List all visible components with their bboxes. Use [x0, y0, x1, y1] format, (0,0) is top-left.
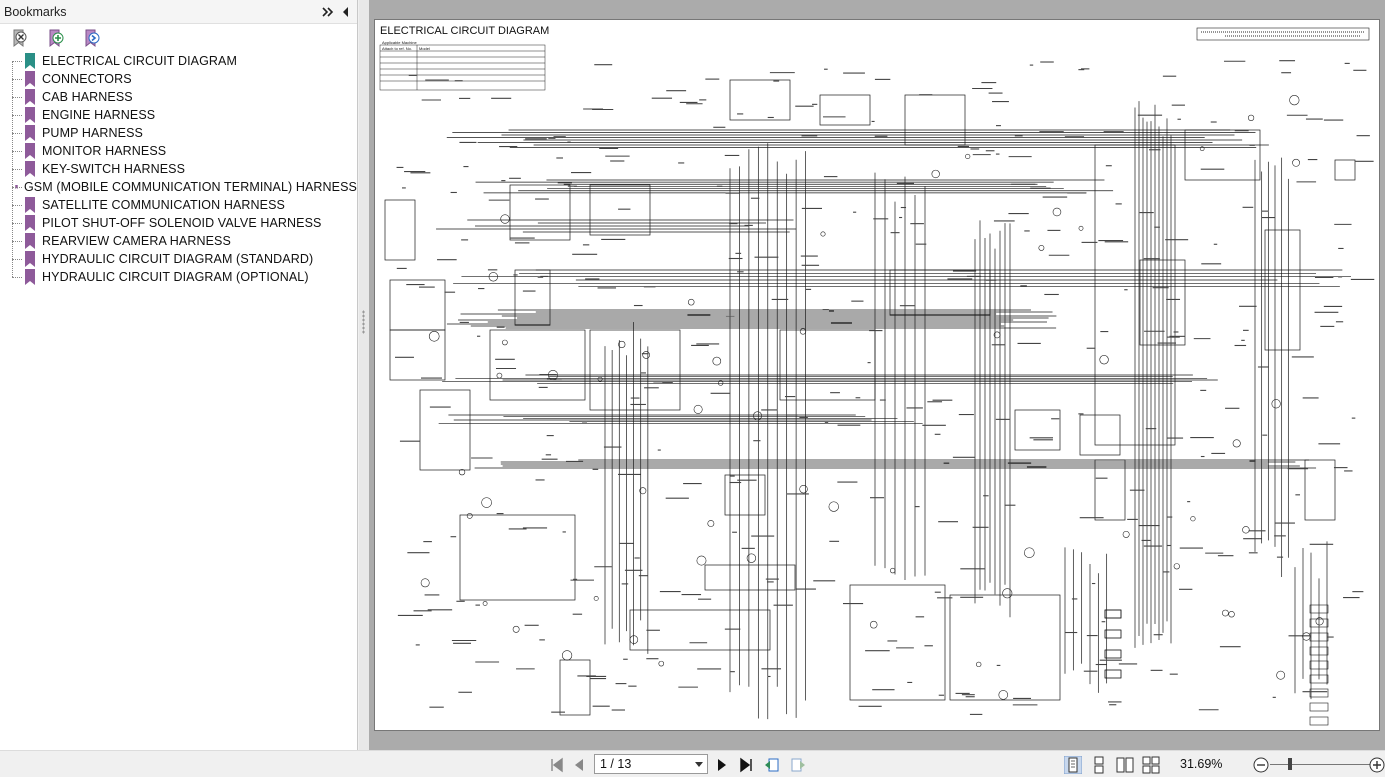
previous-page-icon[interactable] — [570, 756, 588, 774]
continuous-facing-view-icon[interactable] — [1142, 756, 1160, 774]
zoom-in-icon[interactable] — [1368, 756, 1385, 774]
bookmarks-header-buttons — [321, 5, 353, 19]
bookmark-icon — [25, 125, 35, 141]
bookmark-label: REARVIEW CAMERA HARNESS — [42, 234, 231, 248]
bookmark-item-pilot-shut-off-harness[interactable]: PILOT SHUT-OFF SOLENOID VALVE HARNESS — [12, 214, 357, 232]
bookmark-item-rearview-camera-harness[interactable]: REARVIEW CAMERA HARNESS — [12, 232, 357, 250]
bookmark-label: CAB HARNESS — [42, 90, 133, 104]
expand-all-icon[interactable] — [321, 5, 335, 19]
document-view[interactable]: ELECTRICAL CIRCUIT DIAGRAM Applicable Ma… — [369, 0, 1385, 750]
bookmark-item-hydraulic-standard[interactable]: HYDRAULIC CIRCUIT DIAGRAM (STANDARD) — [12, 250, 357, 268]
bookmarks-panel: Bookmarks — [0, 0, 358, 750]
next-page-icon[interactable] — [713, 756, 731, 774]
bookmark-icon — [25, 161, 35, 177]
expand-bookmark-icon[interactable] — [82, 28, 102, 48]
first-page-icon[interactable] — [548, 756, 566, 774]
table-col-attach: Attach to ref. No. — [382, 46, 412, 51]
bookmark-label: MONITOR HARNESS — [42, 144, 167, 158]
diagram-title: ELECTRICAL CIRCUIT DIAGRAM — [380, 25, 549, 37]
bookmark-icon — [25, 71, 35, 87]
bookmark-label: GSM (MOBILE COMMUNICATION TERMINAL) HARN… — [23, 180, 357, 194]
bookmark-label: HYDRAULIC CIRCUIT DIAGRAM (OPTIONAL) — [42, 270, 309, 284]
bookmarks-header: Bookmarks — [0, 0, 357, 24]
zoom-out-icon[interactable] — [1252, 756, 1270, 774]
circuit-diagram-drawing: ELECTRICAL CIRCUIT DIAGRAM Applicable Ma… — [379, 25, 1375, 726]
bookmark-label: PILOT SHUT-OFF SOLENOID VALVE HARNESS — [42, 216, 322, 230]
bookmark-label: ELECTRICAL CIRCUIT DIAGRAM — [42, 54, 237, 68]
panel-splitter[interactable] — [359, 0, 369, 750]
splitter-grip-icon — [362, 310, 365, 334]
facing-view-icon[interactable] — [1116, 756, 1134, 774]
bookmark-label: CONNECTORS — [42, 72, 132, 86]
add-bookmark-icon[interactable] — [46, 28, 66, 48]
status-bar: 1 / 13 31.69% — [0, 750, 1385, 777]
bookmark-item-monitor-harness[interactable]: MONITOR HARNESS — [12, 142, 357, 160]
bookmark-item-cab-harness[interactable]: CAB HARNESS — [12, 88, 357, 106]
caution-box — [1196, 27, 1370, 41]
bookmark-icon — [25, 233, 35, 249]
bookmark-item-pump-harness[interactable]: PUMP HARNESS — [12, 124, 357, 142]
bookmark-item-electrical-circuit-diagram[interactable]: ELECTRICAL CIRCUIT DIAGRAM — [12, 52, 357, 70]
bookmark-label: KEY-SWITCH HARNESS — [42, 162, 186, 176]
next-view-icon[interactable] — [789, 756, 807, 774]
table-col-model: Model — [419, 46, 430, 51]
pdf-page: ELECTRICAL CIRCUIT DIAGRAM Applicable Ma… — [374, 19, 1380, 731]
bookmark-item-engine-harness[interactable]: ENGINE HARNESS — [12, 106, 357, 124]
bookmarks-toolbar — [0, 24, 357, 52]
zoom-slider-thumb[interactable] — [1288, 758, 1292, 770]
bookmark-icon — [25, 215, 35, 231]
bookmarks-title: Bookmarks — [4, 4, 67, 19]
component-details — [395, 60, 1375, 715]
page-number-input[interactable]: 1 / 13 — [594, 754, 708, 774]
applicable-machine-table: Applicable Machine Attach to ref. No. Mo… — [379, 40, 546, 91]
bookmark-label: PUMP HARNESS — [42, 126, 143, 140]
bookmark-item-key-switch-harness[interactable]: KEY-SWITCH HARNESS — [12, 160, 357, 178]
wiring-lines — [436, 101, 1351, 720]
table-header: Applicable Machine — [382, 40, 417, 45]
previous-view-icon[interactable] — [763, 756, 781, 774]
last-page-icon[interactable] — [737, 756, 755, 774]
bookmark-item-gsm-harness[interactable]: GSM (MOBILE COMMUNICATION TERMINAL) HARN… — [12, 178, 357, 196]
bookmark-tree: ELECTRICAL CIRCUIT DIAGRAM CONNECTORS CA… — [0, 52, 357, 286]
bookmark-icon — [25, 143, 35, 159]
bookmark-label: SATELLITE COMMUNICATION HARNESS — [42, 198, 285, 212]
collapse-panel-icon[interactable] — [339, 5, 353, 19]
continuous-view-icon[interactable] — [1090, 756, 1108, 774]
bookmark-icon — [25, 197, 35, 213]
single-page-view-icon[interactable] — [1064, 756, 1082, 774]
bookmark-item-connectors[interactable]: CONNECTORS — [12, 70, 357, 88]
bookmark-selected-icon — [25, 53, 35, 69]
bookmark-label: HYDRAULIC CIRCUIT DIAGRAM (STANDARD) — [42, 252, 314, 266]
zoom-level[interactable]: 31.69% — [1180, 757, 1223, 771]
bookmark-icon — [25, 89, 35, 105]
bookmark-icon — [25, 107, 35, 123]
component-boxes — [384, 79, 1356, 726]
chevron-down-icon[interactable] — [695, 762, 703, 767]
bookmark-icon — [25, 251, 35, 267]
page-indicator: 1 / 13 — [600, 757, 632, 771]
zoom-slider-track[interactable] — [1270, 764, 1370, 765]
bookmark-label: ENGINE HARNESS — [42, 108, 156, 122]
bookmark-icon — [25, 269, 35, 285]
delete-bookmark-icon[interactable] — [10, 28, 30, 48]
bookmark-item-hydraulic-optional[interactable]: HYDRAULIC CIRCUIT DIAGRAM (OPTIONAL) — [12, 268, 357, 286]
bookmark-item-satellite-communication-harness[interactable]: SATELLITE COMMUNICATION HARNESS — [12, 196, 357, 214]
